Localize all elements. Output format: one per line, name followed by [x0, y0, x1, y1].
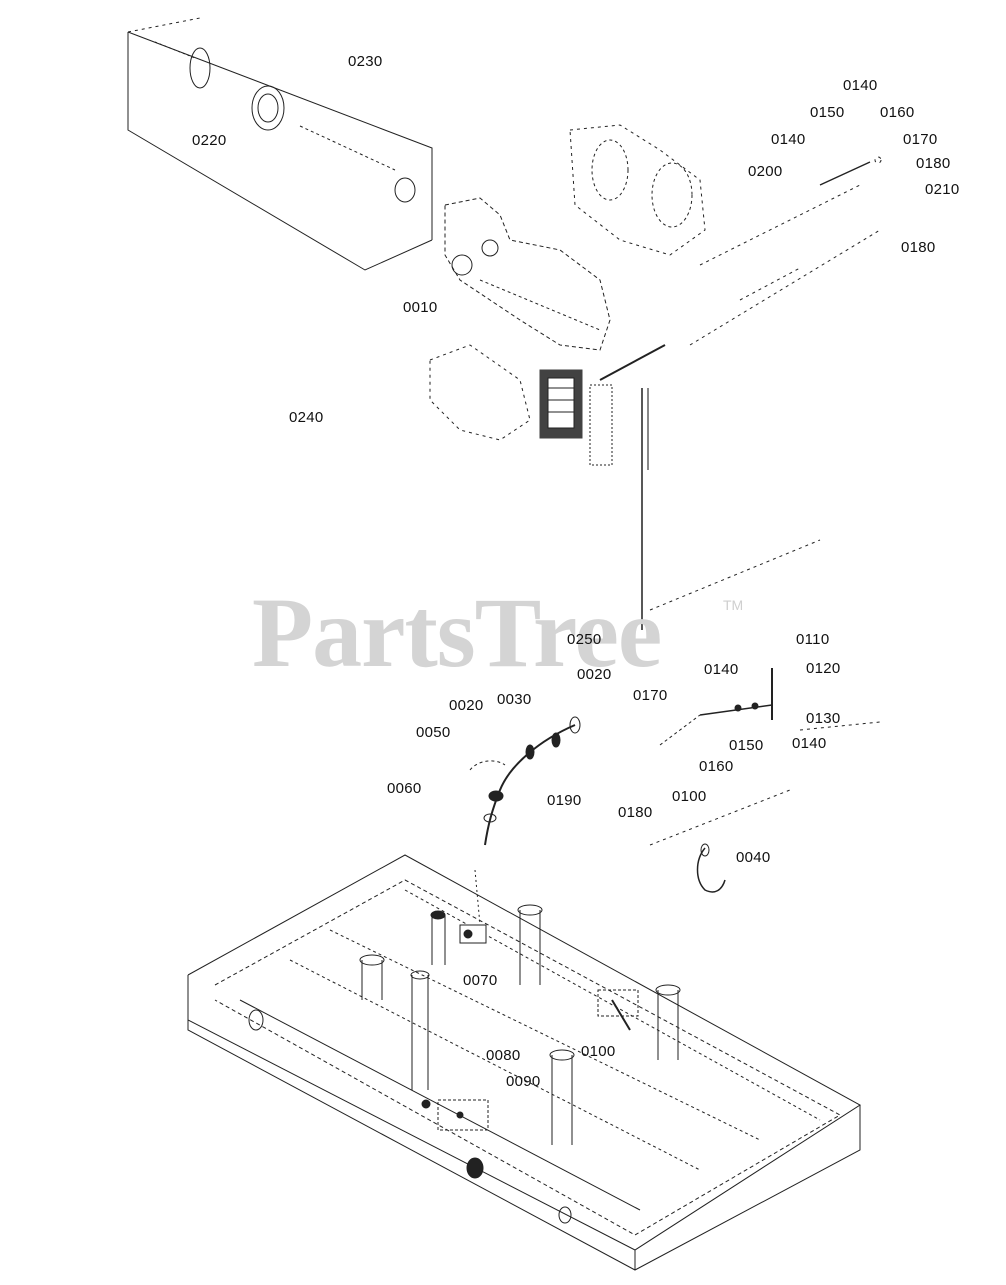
valve-components: [422, 870, 638, 1130]
callout-0030: 0030: [497, 691, 532, 708]
callout-0070: 0070: [463, 972, 498, 989]
callout-0230: 0230: [348, 53, 383, 70]
callout-0130: 0130: [806, 710, 841, 727]
callout-0190: 0190: [547, 792, 582, 809]
callout-0160: 0160: [699, 758, 734, 775]
callout-0240: 0240: [289, 409, 324, 426]
callout-0160: 0160: [880, 104, 915, 121]
callout-0010: 0010: [403, 299, 438, 316]
fuel-fittings-right: [650, 668, 880, 845]
callout-0150: 0150: [810, 104, 845, 121]
callout-0090: 0090: [506, 1073, 541, 1090]
elbow-fitting-0040: [698, 844, 726, 892]
callout-0200: 0200: [748, 163, 783, 180]
callout-0180: 0180: [901, 239, 936, 256]
trademark-symbol: TM: [723, 597, 744, 613]
base-frame: [188, 855, 860, 1270]
callout-0140: 0140: [704, 661, 739, 678]
fuel-hose-assembly: [470, 717, 580, 845]
callout-0100: 0100: [581, 1043, 616, 1060]
callout-0140: 0140: [843, 77, 878, 94]
callout-0210: 0210: [925, 181, 960, 198]
mount-posts: [360, 905, 680, 1145]
engine-assembly: [430, 125, 705, 465]
callout-0040: 0040: [736, 849, 771, 866]
callout-0080: 0080: [486, 1047, 521, 1064]
callout-0110: 0110: [796, 631, 830, 648]
callout-0170: 0170: [633, 687, 668, 704]
callout-0150: 0150: [729, 737, 764, 754]
parts-tree-watermark: PartsTree: [252, 577, 662, 688]
callout-0170: 0170: [903, 131, 938, 148]
callout-0180: 0180: [618, 804, 653, 821]
callout-0020: 0020: [449, 697, 484, 714]
callout-0100: 0100: [672, 788, 707, 805]
callout-0050: 0050: [416, 724, 451, 741]
callout-0180: 0180: [916, 155, 951, 172]
callout-0250: 0250: [567, 631, 602, 648]
exhaust-pipe-upper: [650, 157, 881, 610]
callout-0140: 0140: [771, 131, 806, 148]
callout-0220: 0220: [192, 132, 227, 149]
callout-0060: 0060: [387, 780, 422, 797]
enclosure-housing: [128, 18, 432, 270]
callout-0120: 0120: [806, 660, 841, 677]
callout-0020: 0020: [577, 666, 612, 683]
callout-0140: 0140: [792, 735, 827, 752]
